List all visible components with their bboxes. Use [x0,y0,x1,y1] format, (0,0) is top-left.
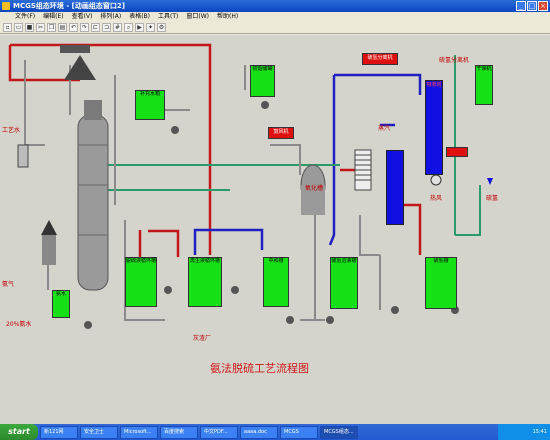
menu-window[interactable]: 窗口(W) [186,13,210,20]
oxidation-reactor-base [301,185,325,215]
diagram-title: 氨法脱硫工艺流程图 [210,362,309,375]
align-right-icon[interactable]: ⊐ [102,23,111,32]
gas-holder-tank: 初烟储罐 [250,65,275,97]
steam-label: 蒸汽 [378,125,391,132]
start-button[interactable]: start [0,424,38,440]
mcgs-window: MCGS组态环境 - [动画组态窗口2] _ □ × 文件(F) 编辑(E) 查… [0,0,550,424]
outlet-arrow [487,178,493,185]
ammonia-gas-label: 氨气 [2,281,15,288]
align-left-icon[interactable]: ⊏ [91,23,100,32]
sensor-bulb [430,174,442,186]
taskbar-item[interactable]: Microsoft... [120,425,158,439]
copy-icon[interactable]: ❐ [47,23,56,32]
menu-help[interactable]: 帮助(H) [217,13,239,20]
taskbar-item[interactable]: 新121网 [40,425,78,439]
menu-table[interactable]: 表格(B) [129,13,151,20]
flowmeter [17,144,29,168]
tools-icon[interactable]: ✦ [146,23,155,32]
app-icon [2,2,10,10]
paste-icon[interactable]: ▤ [58,23,67,32]
maximize-button[interactable]: □ [527,1,537,11]
desulfurization-tank: 脱硫液循环槽 [125,257,157,307]
settings-icon[interactable]: ⚙ [157,23,166,32]
zoom-icon[interactable]: ⌕ [124,23,133,32]
pumps [84,101,459,329]
blue-column-right: 吸收塔 [425,80,443,175]
menu-view[interactable]: 查看(V) [71,13,93,20]
blue-pipes [193,73,422,255]
regeneration-tank: 再生液循环槽 [188,257,222,307]
heater-box [446,147,468,157]
taskbar-item[interactable]: 百度搜索 [160,425,198,439]
menu-file[interactable]: 文件(F) [15,13,36,20]
sulfur-separator-box: 硫氢分离机 [362,53,398,65]
cut-icon[interactable]: ✂ [36,23,45,32]
redo-icon[interactable]: ↷ [80,23,89,32]
blue-column-left [386,150,404,225]
title-bar[interactable]: MCGS组态环境 - [动画组态窗口2] _ □ × [0,0,550,12]
toolbar: ▫ ▭ ■ ✂ ❐ ▤ ↶ ↷ ⊏ ⊐ # ⌕ ▶ ✦ ⚙ [0,22,550,34]
red-pipes [8,43,442,290]
menu-edit[interactable]: 编辑(E) [43,13,64,20]
neutralization-tank: 中和槽 [263,257,289,307]
minimize-button[interactable]: _ [516,1,526,11]
process-water-label: 工艺水 [2,127,21,134]
ammonia-pump-body [42,235,56,265]
ammonia-tank: 氨水 [52,290,70,318]
sulfur-tank: 硫氢槽 [425,257,457,309]
new-icon[interactable]: ▫ [3,23,12,32]
reactor-label: 氧化槽 [305,185,324,192]
ash-plant-label: 灰渣厂 [193,335,212,342]
hot-air-label: 热风 [430,195,443,202]
sulfur-separator2-label: 硫氢分离机 [439,57,470,64]
menu-arrange[interactable]: 排列(A) [100,13,122,20]
cooler-coil [354,149,372,191]
taskbar-item[interactable]: 中文PDF... [200,425,238,439]
absorption-tower [60,45,109,291]
diagram-canvas[interactable]: 补充水箱 初烟储罐 氨水 脱硫液循环槽 再生液循环槽 中和槽 硫氢溶液槽 硫氢槽… [0,35,550,424]
taskbar-item[interactable]: 安全卫士 [80,425,118,439]
taskbar-item-active[interactable]: MCGS组态... [320,425,358,439]
clock: 15:41 [532,429,547,435]
grey-pipes [24,60,381,321]
undo-icon[interactable]: ↶ [69,23,78,32]
menu-bar: 文件(F) 编辑(E) 查看(V) 排列(A) 表格(B) 工具(T) 窗口(W… [0,12,550,22]
run-icon[interactable]: ▶ [135,23,144,32]
taskbar-item[interactable]: MCGS [280,425,318,439]
dryer-tank: 干燥机 [475,65,493,105]
grid-icon[interactable]: # [113,23,122,32]
window-title: MCGS组态环境 - [动画组态窗口2] [13,2,125,10]
menu-tools[interactable]: 工具(T) [158,13,179,20]
taskbar: start 新121网 安全卫士 Microsoft... 百度搜索 中文PDF… [0,424,550,440]
system-tray: 15:41 [498,424,550,440]
makeup-water-tank: 补充水箱 [135,90,165,120]
blower-box: 鼓风机 [268,127,294,139]
sulfur-label: 硫氢 [486,195,499,202]
sulfur-solution-tank: 硫氢溶液槽 [330,257,358,309]
ammonia-valve [41,220,57,235]
ammonia-water-label: 20%氨水 [6,321,32,328]
save-icon[interactable]: ■ [25,23,34,32]
open-icon[interactable]: ▭ [14,23,23,32]
taskbar-item[interactable]: aaaa.doc [240,425,278,439]
close-button[interactable]: × [538,1,548,11]
